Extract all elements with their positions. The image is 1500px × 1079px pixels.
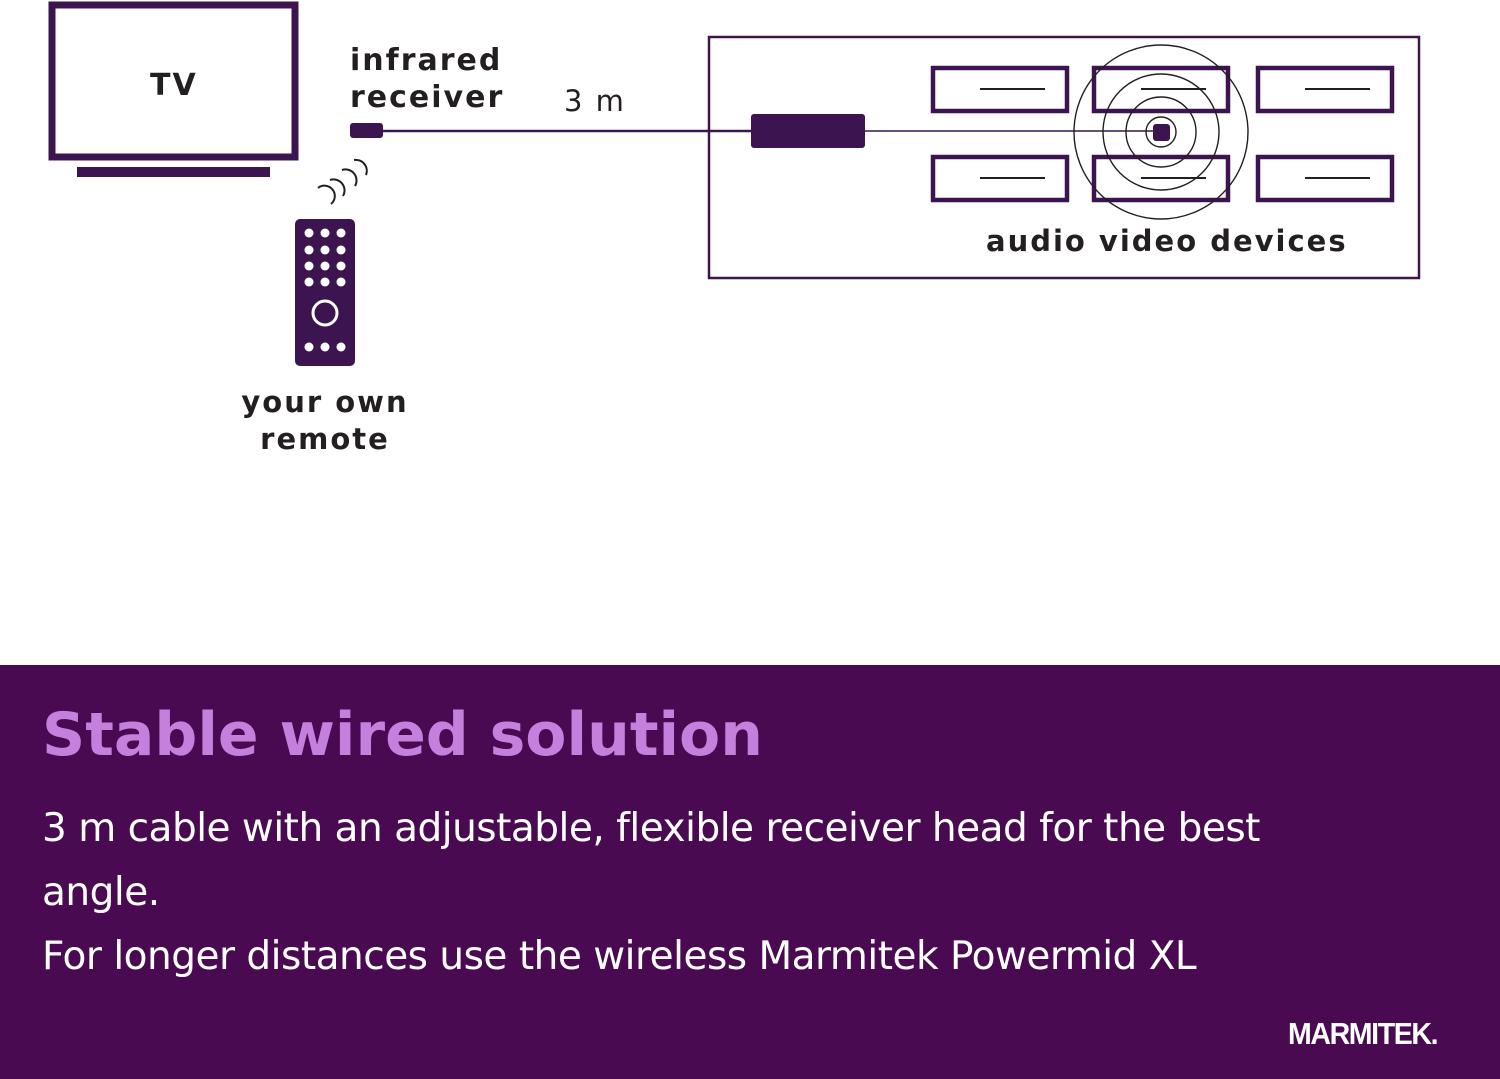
brand-logo: MARMITEK.: [1288, 1016, 1439, 1051]
remote-label: your own remote: [232, 384, 418, 458]
tv-icon: [48, 1, 299, 177]
ir-emitter-box-icon: [751, 114, 865, 148]
remote-label-line: your own: [241, 385, 409, 419]
av-devices-label: audio video devices: [986, 224, 1348, 258]
ir-receiver-label: infrared receiver: [350, 42, 504, 116]
connection-diagram: [48, 1, 1421, 366]
banner-description-line: For longer distances use the wireless Ma…: [42, 934, 1197, 979]
remote-control-icon: [295, 219, 355, 366]
emission-waves-icon: [1073, 44, 1249, 220]
ir-signal-icon: [317, 158, 368, 205]
ir-receiver-label-line: infrared: [350, 43, 503, 78]
info-banner: [0, 665, 1500, 1079]
ir-receiver-label-line: receiver: [350, 80, 505, 115]
remote-label-line: remote: [260, 422, 390, 456]
cable-length-label: 3 m: [564, 84, 626, 118]
ir-receiver-icon: [350, 123, 383, 138]
ir-emitter-head-icon: [1153, 124, 1170, 141]
device-slot-lines: [980, 88, 1370, 179]
av-cabinet: [707, 35, 1421, 280]
banner-description: 3 m cable with an adjustable, flexible r…: [42, 797, 1472, 989]
banner-description-line: angle.: [42, 870, 160, 915]
tv-label: TV: [150, 68, 198, 103]
banner-title: Stable wired solution: [42, 700, 763, 770]
banner-description-line: 3 m cable with an adjustable, flexible r…: [42, 806, 1260, 851]
